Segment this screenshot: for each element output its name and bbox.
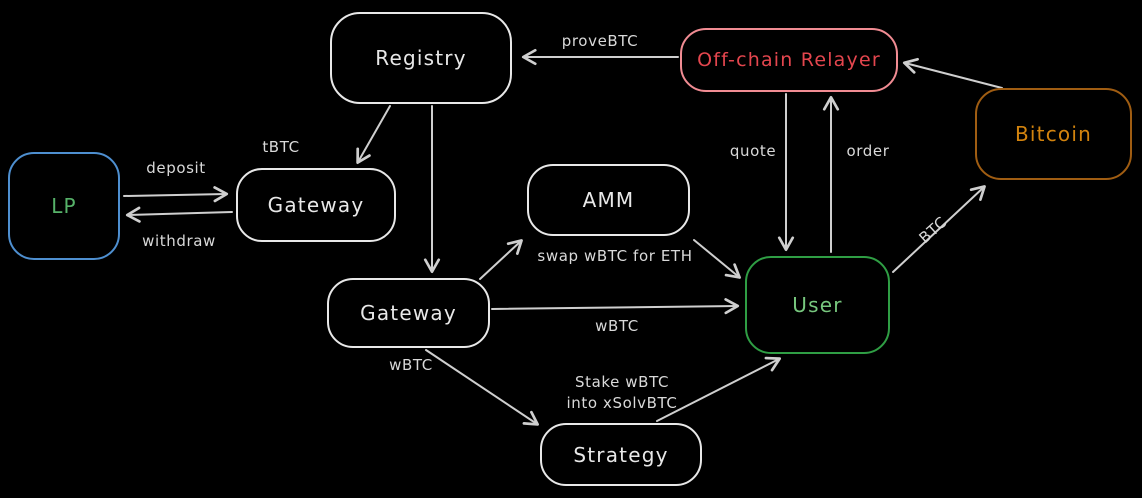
edge-gateway-to-lp-withdraw: [125, 206, 233, 223]
edge-gateway-to-user-wbtc: [491, 298, 740, 315]
edge-registry-to-gateway-tbtc: [356, 105, 391, 165]
node-lp-label: LP: [51, 194, 77, 218]
node-gateway-label: Gateway: [360, 301, 457, 325]
node-off-chain-relayer[interactable]: Off-chain Relayer: [680, 28, 898, 92]
edge-label-quote: quote: [729, 142, 777, 160]
edge-label-wbtc-to-strategy: wBTC: [389, 356, 433, 374]
edge-label-tbtc: tBTC: [262, 138, 300, 156]
node-off-chain-relayer-label: Off-chain Relayer: [697, 49, 881, 71]
node-gateway[interactable]: Gateway: [327, 278, 490, 348]
node-amm-label: AMM: [582, 188, 635, 212]
node-registry[interactable]: Registry: [330, 12, 512, 104]
node-registry-label: Registry: [375, 46, 467, 70]
edge-label-wbtc-to-user: wBTC: [595, 317, 639, 335]
edge-label-provebtc: proveBTC: [561, 32, 639, 50]
edge-label-order: order: [846, 142, 890, 160]
node-strategy[interactable]: Strategy: [540, 423, 702, 486]
edge-label-stake: Stake wBTC into xSolvBTC: [567, 372, 678, 414]
edge-amm-to-user: [693, 239, 741, 279]
edge-label-stake-line2: into xSolvBTC: [566, 394, 678, 412]
edge-label-btc: BTC: [915, 212, 951, 248]
edge-lp-to-gateway-deposit: [123, 186, 229, 203]
edge-label-swap-wbtc-for-eth: swap wBTC for ETH: [537, 247, 693, 265]
node-bitcoin[interactable]: Bitcoin: [975, 88, 1132, 180]
node-bitcoin-label: Bitcoin: [1015, 122, 1092, 146]
node-strategy-label: Strategy: [573, 442, 669, 467]
edge-gateway-to-amm: [479, 239, 523, 280]
node-gateway-tbtc-label: Gateway: [267, 193, 365, 217]
edge-gateway-to-strategy: [425, 349, 539, 426]
node-lp[interactable]: LP: [8, 152, 120, 260]
edge-label-stake-line1: Stake wBTC: [574, 373, 670, 391]
edge-bitcoin-to-relayer: [902, 57, 1003, 89]
node-user-label: User: [792, 293, 843, 317]
node-amm[interactable]: AMM: [527, 164, 690, 236]
node-user[interactable]: User: [745, 256, 890, 354]
edge-label-withdraw: withdraw: [142, 232, 216, 250]
node-gateway-tbtc[interactable]: Gateway: [236, 168, 396, 242]
edge-label-deposit: deposit: [146, 159, 206, 177]
